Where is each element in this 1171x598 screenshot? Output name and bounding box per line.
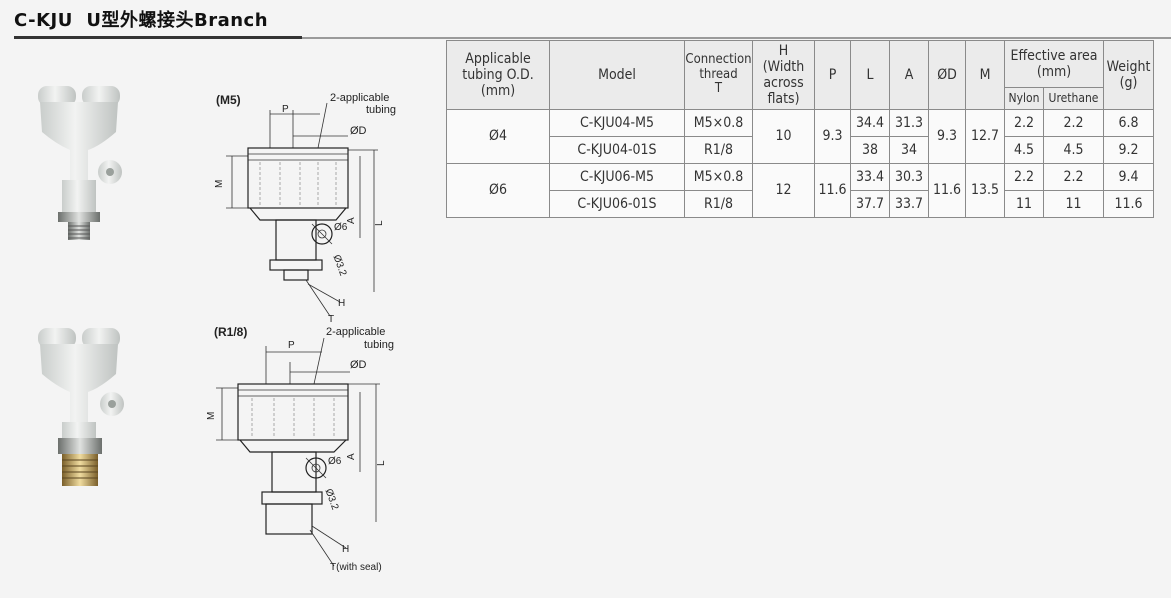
cell-urethane: 2.2 bbox=[1043, 109, 1104, 137]
cell-urethane: 4.5 bbox=[1043, 136, 1104, 164]
cell-l: 37.7 bbox=[850, 190, 890, 218]
title-rule bbox=[302, 37, 1171, 39]
col-header-urethane: Urethane bbox=[1043, 87, 1104, 110]
col-header-effective-area: Effective area (mm) bbox=[1004, 40, 1104, 88]
cell-m: 12.7 bbox=[965, 109, 1005, 164]
cell-a: 34 bbox=[889, 136, 929, 164]
cell-thread: R1/8 bbox=[684, 136, 753, 164]
dim-a: A bbox=[346, 217, 357, 224]
dim-m: M bbox=[214, 180, 225, 188]
col-header-model: Model bbox=[549, 40, 685, 110]
dim-h: H bbox=[342, 544, 349, 555]
cell-p: 11.6 bbox=[814, 163, 851, 218]
cell-nylon: 11 bbox=[1004, 190, 1044, 218]
col-header-a: A bbox=[889, 40, 929, 110]
cell-urethane: 11 bbox=[1043, 190, 1104, 218]
title-underline bbox=[14, 36, 302, 39]
cell-thread: M5×0.8 bbox=[684, 109, 753, 137]
col-header-p: P bbox=[814, 40, 851, 110]
col-header-nylon: Nylon bbox=[1004, 87, 1044, 110]
drawing-label: (R1/8) bbox=[214, 325, 247, 339]
product-photo-m5 bbox=[38, 86, 122, 240]
dim-a: A bbox=[346, 453, 357, 460]
dim-h: H bbox=[338, 298, 345, 309]
dim-p: P bbox=[282, 104, 289, 115]
cell-d: 11.6 bbox=[928, 163, 966, 218]
cell-tubing-od: Ø4 bbox=[446, 109, 550, 164]
dim-p: P bbox=[288, 340, 295, 351]
dim-hole-2: Ø3.2 bbox=[330, 253, 348, 278]
dim-hole: Ø6 bbox=[334, 222, 348, 233]
tubing-note: 2-applicable bbox=[330, 92, 389, 104]
col-header-h: H (Width across flats) bbox=[752, 40, 815, 110]
spec-table: Applicable tubing O.D. (mm) Model Connec… bbox=[446, 40, 1154, 218]
cell-urethane: 2.2 bbox=[1043, 163, 1104, 191]
cell-nylon: 2.2 bbox=[1004, 163, 1044, 191]
cell-d: 9.3 bbox=[928, 109, 966, 164]
cell-weight: 9.2 bbox=[1103, 136, 1154, 164]
col-header-weight: Weight (g) bbox=[1103, 40, 1154, 110]
cell-nylon: 4.5 bbox=[1004, 136, 1044, 164]
dim-hole-2: Ø3.2 bbox=[322, 487, 340, 512]
drawing-label: (M5) bbox=[216, 93, 241, 107]
table-row: Ø4 C-KJU04-M5 M5×0.8 10 9.3 34.4 31.3 9.… bbox=[446, 109, 1154, 164]
dim-l: L bbox=[376, 460, 387, 466]
tubing-note: tubing bbox=[366, 104, 396, 116]
product-photo-r18 bbox=[38, 328, 124, 486]
tubing-note: 2-applicable bbox=[326, 326, 385, 338]
cell-model: C-KJU04-M5 bbox=[549, 109, 685, 137]
col-header-tubing-od: Applicable tubing O.D. (mm) bbox=[446, 40, 550, 110]
page-title: C-KJU U型外螺接头Branch bbox=[14, 10, 269, 31]
cell-p: 9.3 bbox=[814, 109, 851, 164]
cell-nylon: 2.2 bbox=[1004, 109, 1044, 137]
dim-t: T(with seal) bbox=[330, 562, 382, 573]
col-header-connection-thread: Connection thread T bbox=[684, 40, 753, 110]
cell-weight: 11.6 bbox=[1103, 190, 1154, 218]
cell-a: 31.3 bbox=[889, 109, 929, 137]
technical-drawing-r18: (R1/8) 2-applicable tubing P ØD M L bbox=[206, 325, 394, 573]
col-header-l: L bbox=[850, 40, 890, 110]
cell-l: 34.4 bbox=[850, 109, 890, 137]
cell-model: C-KJU06-M5 bbox=[549, 163, 685, 191]
cell-thread: R1/8 bbox=[684, 190, 753, 218]
cell-weight: 9.4 bbox=[1103, 163, 1154, 191]
dim-l: L bbox=[374, 220, 385, 226]
cell-a: 30.3 bbox=[889, 163, 929, 191]
cell-l: 38 bbox=[850, 136, 890, 164]
spec-table-container: Applicable tubing O.D. (mm) Model Connec… bbox=[446, 40, 1154, 218]
cell-h: 12 bbox=[752, 163, 815, 218]
cell-model: C-KJU06-01S bbox=[549, 190, 685, 218]
cell-l: 33.4 bbox=[850, 163, 890, 191]
dim-d: ØD bbox=[350, 125, 367, 137]
cell-tubing-od: Ø6 bbox=[446, 163, 550, 218]
dim-m: M bbox=[206, 412, 217, 420]
technical-drawing-m5: (M5) 2-applicable tubing P ØD M L A bbox=[214, 92, 396, 325]
cell-m: 13.5 bbox=[965, 163, 1005, 218]
dim-t: T bbox=[328, 314, 334, 325]
cell-weight: 6.8 bbox=[1103, 109, 1154, 137]
tubing-note: tubing bbox=[364, 339, 394, 351]
col-header-d: ØD bbox=[928, 40, 966, 110]
dim-d: ØD bbox=[350, 359, 367, 371]
cell-thread: M5×0.8 bbox=[684, 163, 753, 191]
table-row: C-KJU06-01S R1/8 37.7 33.7 11 11 11.6 bbox=[447, 190, 1154, 218]
cell-model: C-KJU04-01S bbox=[549, 136, 685, 164]
table-row: Ø6 C-KJU06-M5 M5×0.8 12 11.6 33.4 30.3 1… bbox=[446, 163, 1154, 218]
table-row: C-KJU04-01S R1/8 38 34 4.5 4.5 9.2 bbox=[447, 136, 1154, 164]
cell-a: 33.7 bbox=[889, 190, 929, 218]
cell-h: 10 bbox=[752, 109, 815, 164]
dim-hole: Ø6 bbox=[328, 456, 342, 467]
col-header-m: M bbox=[965, 40, 1005, 110]
